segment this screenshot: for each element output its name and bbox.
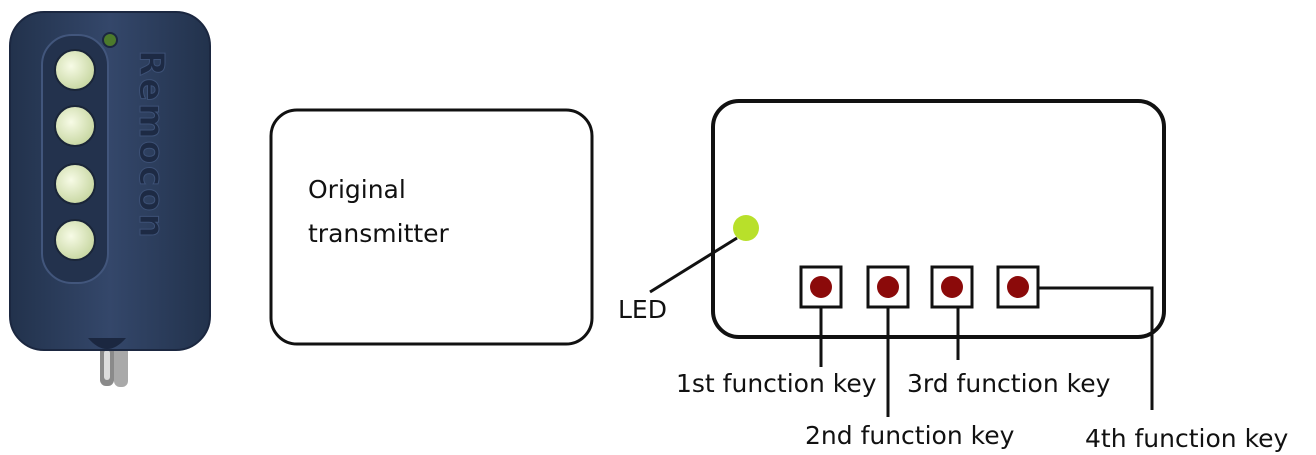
led-indicator-icon bbox=[733, 215, 759, 241]
key-2-label: 2nd function key bbox=[805, 421, 1015, 450]
led-leader-line bbox=[649, 236, 738, 294]
brand-logo: Remocon bbox=[131, 50, 171, 240]
function-key-1 bbox=[799, 265, 843, 309]
key-4-dot-icon bbox=[1007, 276, 1029, 298]
remote-button-1 bbox=[54, 49, 96, 91]
diagram-outline bbox=[711, 99, 1166, 339]
led-label: LED bbox=[618, 295, 667, 324]
remote-button-4 bbox=[54, 219, 96, 261]
function-key-4 bbox=[996, 265, 1040, 309]
function-key-3 bbox=[930, 265, 974, 309]
key-4-leader bbox=[1038, 286, 1154, 410]
original-label-line1: Original bbox=[308, 175, 406, 204]
original-label-line2: transmitter bbox=[308, 219, 449, 248]
led-icon bbox=[102, 32, 118, 48]
key-1-label: 1st function key bbox=[676, 369, 877, 398]
remote-button-3 bbox=[54, 163, 96, 205]
remote-button-2 bbox=[54, 105, 96, 147]
function-key-2 bbox=[866, 265, 910, 309]
button-track bbox=[41, 34, 109, 284]
remote-photo: Remocon bbox=[9, 11, 211, 387]
key-3-label: 3rd function key bbox=[907, 369, 1111, 398]
key-1-dot-icon bbox=[810, 276, 832, 298]
keyring bbox=[100, 340, 128, 387]
key-3-dot-icon bbox=[941, 276, 963, 298]
key-4-label: 4th function key bbox=[1085, 424, 1289, 453]
original-transmitter-label: Original transmitter bbox=[308, 168, 449, 256]
key-2-dot-icon bbox=[877, 276, 899, 298]
